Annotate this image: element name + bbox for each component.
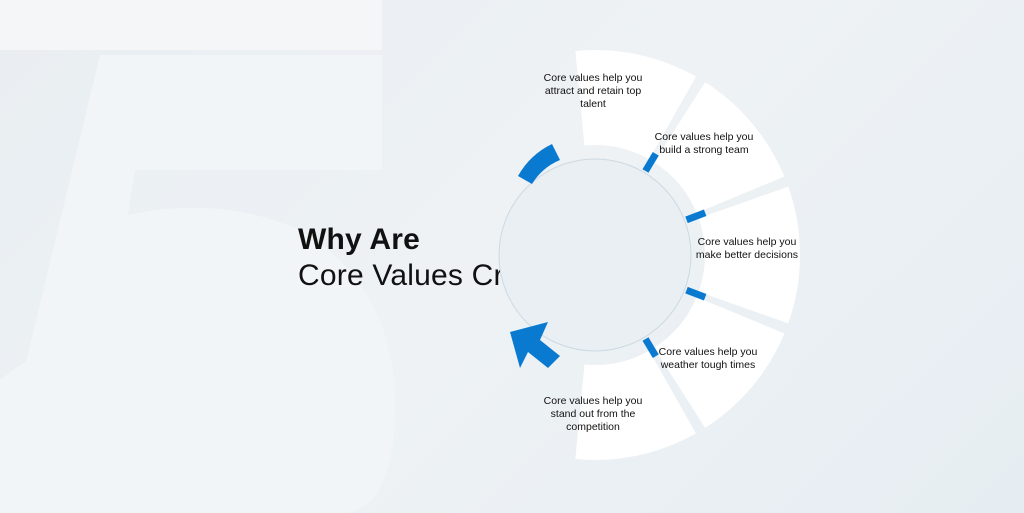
separator-tick-4 [642,337,659,358]
segment-label-3: Core values help you make better decisio… [695,236,799,261]
segment-label-4: Core values help you weather tough times [658,346,758,371]
background-panel [0,0,382,50]
arrow-head-icon [510,322,560,368]
ring-segment-5 [575,350,696,460]
center-circle [498,158,692,352]
separator-tick-3 [685,286,707,301]
segment-label-5: Core values help you stand out from the … [543,395,643,433]
ring-segment-1 [575,49,696,160]
heading-bold: Why Are [298,223,420,256]
ring-segment-2 [654,82,785,213]
separator-tick-1 [642,152,659,173]
rounded-cap-icon [518,144,560,184]
segment-label-1: Core values help you attract and retain … [543,72,643,110]
ring-segment-4 [654,297,785,428]
separator-tick-2 [685,209,707,224]
ring-segment-3 [698,186,800,324]
segment-label-2: Core values help you build a strong team [654,131,754,156]
